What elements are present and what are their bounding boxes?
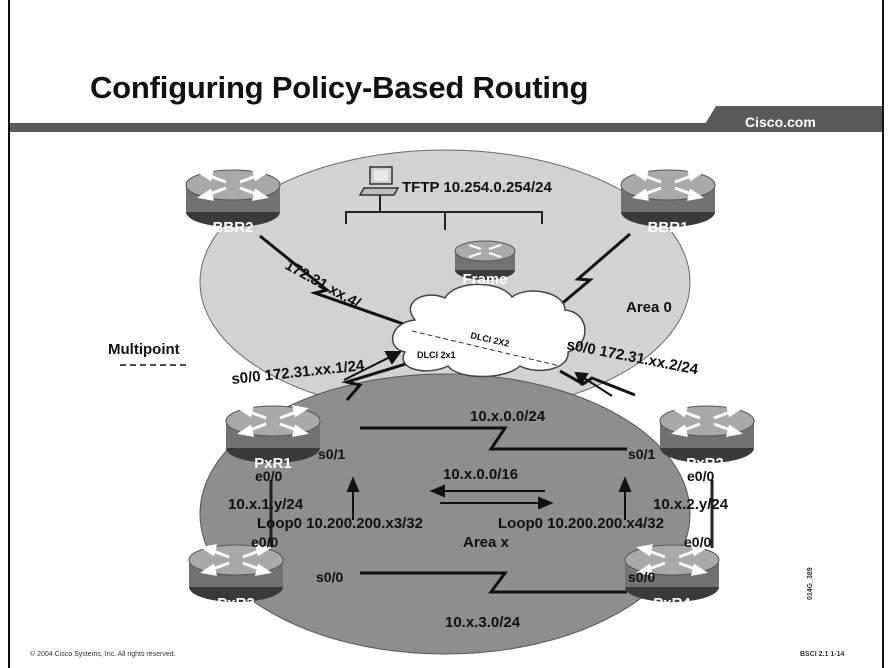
- pxr2-s01-label: s0/1: [628, 446, 655, 462]
- pxr2-e00-label: e0/0: [687, 468, 714, 484]
- summary-net-label: 10.x.0.0/16: [443, 466, 518, 483]
- pxr1-e00-label: e0/0: [255, 468, 282, 484]
- router-bbr1-label: BBR1: [648, 219, 689, 236]
- pxr1-loop-label: Loop0 10.200.200.x3/32: [257, 515, 423, 532]
- frame-relay-cloud: [391, 283, 586, 378]
- router-bbr2-label: BBR2: [213, 219, 254, 236]
- router-pxr3-icon[interactable]: [187, 543, 285, 604]
- serial-links: [259, 232, 636, 594]
- pxr3-e00-label: e0/0: [251, 534, 278, 550]
- pxr3-s00-label: s0/0: [316, 569, 343, 585]
- pxr2-lan-label: 10.x.2.y/24: [653, 496, 729, 513]
- pxr1-pxr2-net-label: 10.x.0.0/24: [470, 408, 546, 425]
- router-frame-label: Frame: [462, 271, 507, 288]
- slide-border-right: [882, 0, 884, 668]
- arrows: [343, 351, 632, 520]
- multipoint-label: Multipoint: [108, 341, 180, 358]
- pxr4-s00-label: s0/0: [628, 569, 655, 585]
- pxr1-s01-label: s0/1: [318, 446, 345, 462]
- pxr1-lan-label: 10.x.1.y/24: [228, 496, 304, 513]
- router-pxr3-label: PxR3: [217, 595, 255, 612]
- area-0-label: Area 0: [626, 299, 672, 316]
- cisco-brand: Cisco.com: [745, 114, 816, 130]
- pxr3-pxr4-net-label: 10.x.3.0/24: [445, 614, 521, 631]
- ethernet-links: [269, 480, 714, 548]
- pxr2-loop-label: Loop0 10.200.200.x4/32: [498, 515, 664, 532]
- dlci-dashed-line: [411, 330, 561, 367]
- slide-number: BSCI 2.1 1-14: [800, 651, 845, 658]
- router-pxr1-label: PxR1: [254, 455, 292, 472]
- area-x-region: [199, 373, 691, 655]
- slide-title: Configuring Policy-Based Routing: [90, 70, 589, 105]
- pc-icon: [358, 166, 400, 196]
- pxr4-e00-label: e0/0: [684, 534, 711, 550]
- copyright-notice: © 2004 Cisco Systems, Inc. All rights re…: [30, 651, 176, 658]
- slide-border-left: [8, 0, 10, 668]
- dlci-2x1-label: DLCI 2x1: [417, 350, 456, 360]
- router-pxr2-label: PxR2: [686, 455, 724, 472]
- figure-id: 014G_389: [807, 567, 814, 600]
- header-bar: [10, 106, 882, 132]
- router-pxr4-label: PxR4: [653, 595, 691, 612]
- tftp-label: TFTP 10.254.0.254/24: [402, 179, 552, 196]
- area-x-label: Area x: [463, 534, 510, 551]
